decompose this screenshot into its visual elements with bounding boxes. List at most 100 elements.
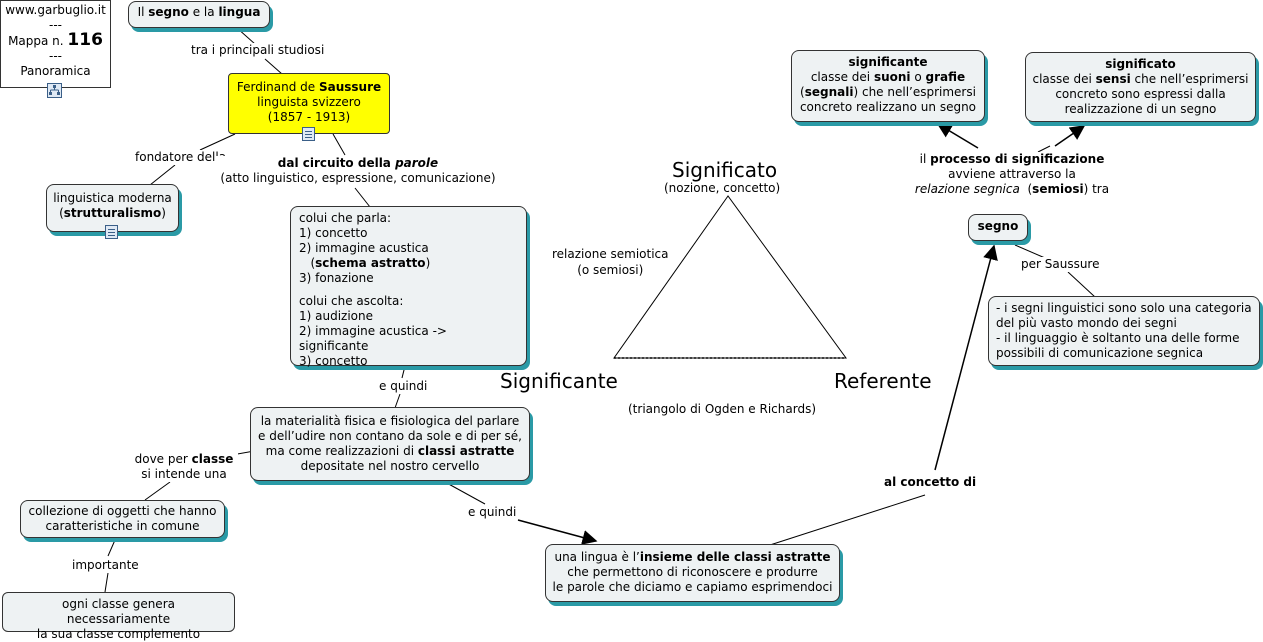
text: colui che ascolta: (299, 294, 404, 308)
text: classe dei sensi che nell’esprimersi (1032, 72, 1249, 87)
link-label-per-saussure: per Saussure (1019, 257, 1102, 272)
link-label-equindi-1: e quindi (377, 379, 430, 394)
text: 1) concetto (299, 226, 368, 240)
text: relazione segnica (semiosi) tra (907, 182, 1117, 197)
text: depositate nel nostro cervello (300, 459, 480, 473)
text: segno (977, 219, 1019, 233)
text: 3) concetto (299, 354, 368, 368)
text: parole (395, 156, 439, 170)
text: la materialità fisica e fisiologica del … (260, 414, 520, 428)
node-circuito[interactable]: colui che parla: 1) concetto 2) immagine… (290, 206, 527, 368)
text: Ferdinand de Saussure (235, 80, 383, 95)
link-label-processo: il processo di significazione avviene at… (905, 152, 1119, 197)
text: linguista svizzero (257, 95, 361, 109)
text: linguistica moderna (53, 191, 172, 205)
text: si intende una (141, 467, 227, 481)
text: 3) fonazione (299, 271, 374, 285)
text: dove per classe (132, 452, 236, 467)
text: (1857 - 1913) (267, 110, 351, 124)
text: Saussure (318, 80, 382, 94)
separator: --- (49, 18, 62, 32)
text: relazione semiotica (552, 247, 669, 261)
text: significato (1032, 57, 1249, 72)
link-label-concetto: al concetto di (882, 475, 979, 490)
triangle-caption: (triangolo di Ogden e Richards) (628, 402, 817, 416)
node-significato[interactable]: significato classe dei sensi che nell’es… (1025, 52, 1256, 122)
text: (schema astratto) (299, 256, 518, 271)
text: possibili di comunicazione segnica (996, 346, 1204, 360)
node-materialita[interactable]: la materialità fisica e fisiologica del … (250, 407, 530, 481)
text: ma come realizzazioni di (265, 444, 418, 458)
triangle-right-label: Referente (834, 369, 932, 393)
text: schema astratto (315, 256, 426, 270)
text: processo di significazione (930, 152, 1105, 166)
text: strutturalismo (63, 206, 162, 220)
text: suoni (873, 70, 911, 84)
text: classe (191, 452, 234, 466)
node-segno-lingua[interactable]: Il segno e la lingua (128, 1, 270, 28)
link-label-fondatore: fondatore della (133, 150, 229, 165)
triangle-top-label: Significato (672, 158, 778, 182)
text: ( (1019, 182, 1033, 196)
node-complemento[interactable]: ogni classe genera necessariamente la su… (2, 592, 235, 641)
text: caratteristiche in comune (45, 519, 200, 533)
text: classi astratte (417, 444, 515, 458)
text: ( (59, 206, 64, 220)
node-strutturalismo[interactable]: linguistica moderna (strutturalismo) (46, 184, 179, 232)
text: il (919, 152, 931, 166)
site-url[interactable]: www.garbuglio.it (5, 3, 106, 17)
text: avviene attraverso la (948, 167, 1076, 181)
text: che permettono di riconoscere e produrre (567, 565, 818, 579)
text: concreto sono espressi dalla (1055, 87, 1226, 101)
text: insieme delle classi astratte (639, 550, 831, 564)
text: al concetto di (884, 475, 977, 489)
node-saussure[interactable]: Ferdinand de Saussure linguista svizzero… (228, 73, 390, 134)
text: grafie (925, 70, 966, 84)
node-segni-linguistici[interactable]: - i segni linguistici sono solo una cate… (988, 296, 1260, 366)
text: o (910, 70, 926, 84)
text: 2) immagine acustica -> significante (299, 324, 447, 353)
map-number: Mappa n. 116 (3, 32, 108, 49)
separator: --- (49, 49, 62, 63)
text: (strutturalismo) (53, 206, 172, 221)
text: concreto realizzano un segno (799, 100, 977, 114)
text: ma come realizzazioni di classi astratte (257, 444, 523, 459)
text: significato (1105, 57, 1176, 71)
node-lingua-insieme[interactable]: una lingua è l’insieme delle classi astr… (545, 544, 840, 602)
text: ( (299, 256, 316, 270)
node-significante[interactable]: significante classe dei suoni o grafie (… (791, 50, 985, 122)
text: ( (800, 85, 805, 99)
text: dal circuito della parole (218, 156, 498, 171)
node-collezione[interactable]: collezione di oggetti che hanno caratter… (20, 500, 225, 538)
link-label-principali: tra i principali studiosi (189, 43, 327, 58)
triangle-relazione: relazione semiotica (o semiosi) (552, 246, 669, 278)
text: ) (161, 206, 166, 220)
text: segno (148, 5, 189, 19)
text: la sua classe complemento (36, 627, 201, 641)
node-segno[interactable]: segno (968, 214, 1028, 241)
text: significante (798, 55, 978, 70)
text: realizzazione di un segno (1064, 102, 1217, 116)
document-icon[interactable] (105, 225, 118, 239)
text: ) che nell’esprimersi (853, 85, 976, 99)
text: Ferdinand de (236, 80, 319, 94)
text: ) tra (1083, 182, 1110, 196)
document-icon[interactable] (302, 127, 315, 141)
map-number-label: Mappa n. (8, 34, 64, 48)
link-label-circuito: dal circuito della parole (atto linguist… (216, 156, 500, 186)
text: classe dei (810, 70, 874, 84)
text: dove per (134, 452, 192, 466)
text: una lingua è l’insieme delle classi astr… (552, 550, 833, 565)
text: del più vasto mondo dei segni (996, 316, 1177, 330)
text: ) (425, 256, 431, 270)
text: Il (137, 5, 149, 19)
text: le parole che diciamo e capiamo esprimen… (552, 580, 833, 594)
panoramica-label: Panoramica (20, 64, 91, 78)
map-icon[interactable] (47, 83, 62, 98)
text: (o semiosi) (577, 263, 644, 277)
text: (atto linguistico, espressione, comunica… (220, 171, 496, 185)
site-header-box: www.garbuglio.it --- Mappa n. 116 --- Pa… (0, 0, 111, 88)
text: relazione segnica (914, 182, 1020, 196)
triangle-left-label: Significante (500, 369, 618, 393)
